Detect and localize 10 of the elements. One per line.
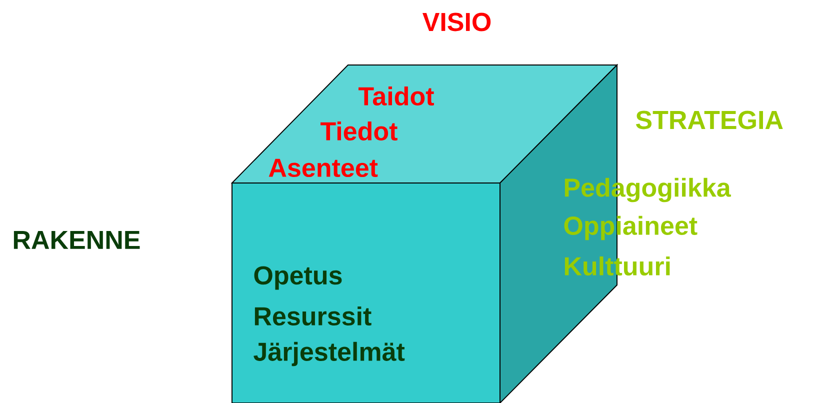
face-text: Taidot (358, 86, 434, 106)
face-text: Tiedot (320, 121, 398, 141)
face-text: Asenteet (268, 158, 378, 178)
face-text: Resurssit (254, 306, 372, 326)
face-text: Järjestelmät (254, 342, 405, 366)
face-text: Opetus (254, 266, 342, 290)
heading-label: RAKENNE (14, 231, 140, 249)
heading-label: VISIO (422, 12, 491, 32)
cube-front-face (232, 182, 500, 403)
heading-label: STRATEGIA (636, 110, 783, 130)
